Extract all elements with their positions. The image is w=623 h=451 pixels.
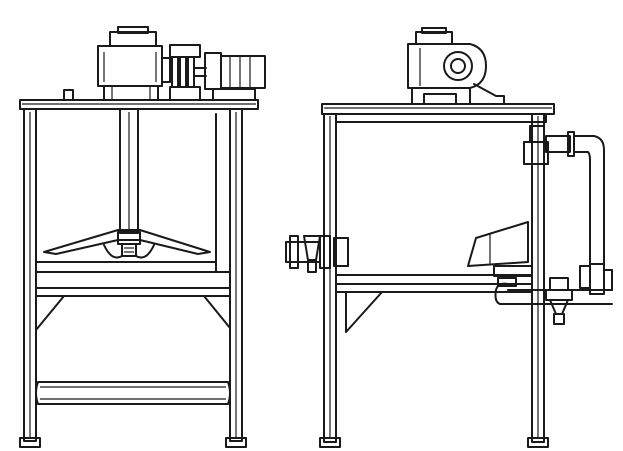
side-tank bbox=[335, 121, 533, 276]
front-top-plate bbox=[19, 99, 259, 110]
side-lower-brace bbox=[335, 283, 533, 333]
front-agitator-shaft bbox=[119, 108, 139, 234]
side-inlet-valve bbox=[285, 235, 349, 273]
front-cross-pipe bbox=[35, 381, 231, 405]
front-vent-pipe bbox=[63, 89, 74, 101]
side-frame bbox=[319, 113, 549, 448]
side-top-plate bbox=[321, 103, 555, 123]
front-tank bbox=[35, 113, 231, 289]
front-frame bbox=[19, 108, 247, 448]
front-view bbox=[19, 26, 266, 448]
front-gearbox bbox=[97, 26, 163, 101]
side-gear-motor bbox=[407, 27, 505, 105]
front-motor bbox=[204, 52, 266, 101]
front-coupling bbox=[161, 44, 207, 101]
side-view bbox=[285, 27, 613, 448]
front-impeller bbox=[43, 229, 211, 259]
side-hopper bbox=[467, 221, 533, 277]
front-lower-brace bbox=[35, 287, 231, 331]
side-outlet-pipe bbox=[494, 125, 613, 325]
